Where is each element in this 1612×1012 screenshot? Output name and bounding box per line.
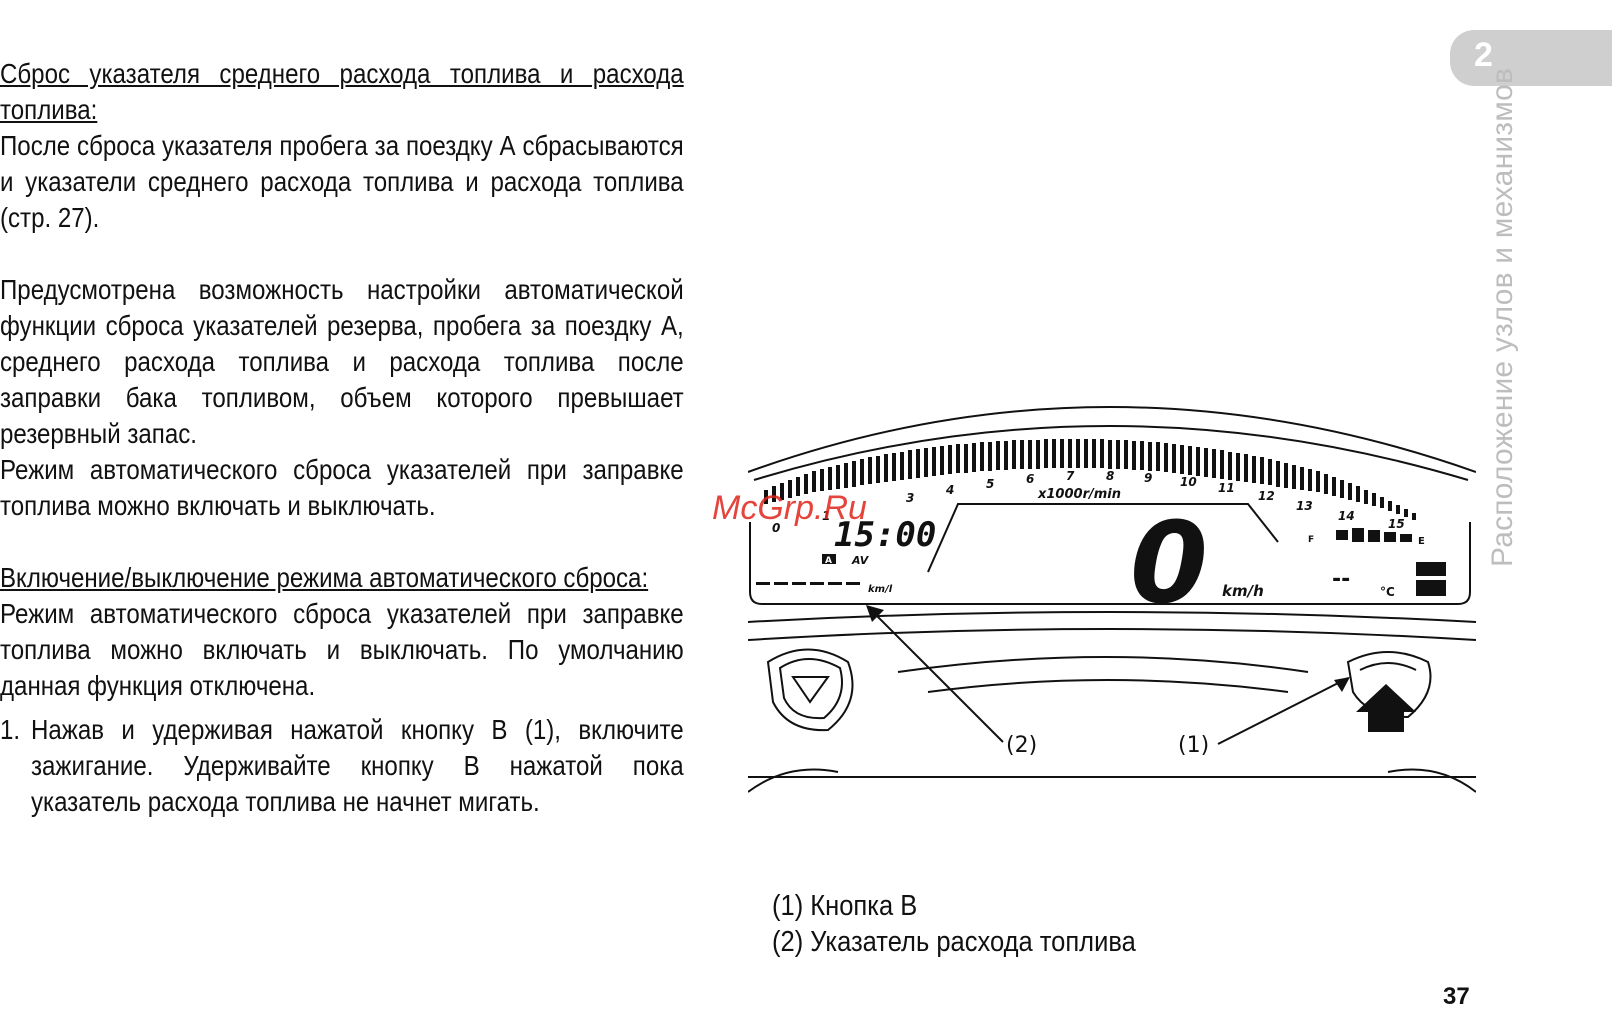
section-number: 2 [1474,36,1493,74]
rpm-tick-label: 3 [906,491,914,505]
rpm-unit-label: x1000r/min [1037,487,1121,502]
rpm-tick-label: 4 [945,483,954,497]
callout-2: (2) [1006,733,1037,758]
list-text: Нажав и удерживая нажатой кнопку В (1), … [30,714,684,817]
rpm-tick-label: 12 [1258,489,1275,503]
fuel-gauge-bars [1336,528,1412,542]
fuel-consumption-dashes [756,582,860,585]
temperature-value: -- [1332,567,1350,592]
section-tab: 2 [1450,30,1612,86]
trip-a-indicator: A [825,556,832,566]
clock-display: 15:00 [834,515,936,555]
caption-item: (1) Кнопка В [772,890,918,922]
rpm-tick-label: 8 [1106,469,1114,483]
heading-toggle: Включение/выключение режима автоматическ… [0,562,649,593]
rpm-tick-label: 0 [772,521,780,535]
coolant-warning-icon [1416,580,1446,596]
figure-caption: (1) Кнопка В (2) Указатель расхода топли… [772,888,1136,960]
rpm-tick-label: 15 [1388,517,1405,531]
fuel-full-label: F [1308,535,1314,545]
rpm-tick-label: 5 [986,477,994,491]
fuel-unit-label: km/l [868,584,893,595]
oil-warning-icon [1416,562,1446,576]
press-arrow-icon [1356,684,1416,732]
page-number: 37 [1443,983,1470,1010]
paragraph-auto-reset: Предусмотрена возможность настройки авто… [0,274,684,449]
dashboard-illustration: 0 1 3 4 5 6 7 8 9 10 11 12 13 15 14 x100… [748,406,1476,793]
rpm-tick-label: 7 [1066,469,1075,483]
list-item: 1. Нажав и удерживая нажатой кнопку В (1… [0,712,684,820]
paragraph-mode: Режим автоматического сброса указателей … [0,454,684,521]
side-chapter-title: Расположение узлов и механизмов [1486,67,1519,567]
caption-item: (2) Указатель расхода топлива [772,926,1136,958]
temperature-unit: °C [1380,585,1395,599]
fuel-empty-label: E [1418,536,1425,547]
rpm-tick-label: 14 [1338,509,1355,523]
paragraph-reset: После сброса указателя пробега за поездк… [0,130,684,233]
rpm-bar-graph [764,439,1416,520]
rpm-tick-label: 9 [1144,471,1152,485]
rpm-tick-label: 1 [822,509,830,523]
heading-reset: Сброс указателя среднего расхода топлива… [0,58,684,125]
rpm-tick-label: 6 [1026,472,1034,486]
list-number: 1. [0,714,21,745]
callout-1: (1) [1178,733,1209,758]
rpm-tick-label: 13 [1296,499,1313,513]
paragraph-default: Режим автоматического сброса указателей … [0,598,684,701]
av-indicator: AV [851,554,870,567]
speed-unit-label: km/h [1222,582,1264,600]
main-text-column: Сброс указателя среднего расхода топлива… [0,56,684,820]
rpm-tick-label: 10 [1180,475,1197,489]
rpm-tick-label: 11 [1218,481,1235,495]
watermark: McGrp.Ru [712,489,867,527]
speed-display: 0 [1130,499,1208,629]
